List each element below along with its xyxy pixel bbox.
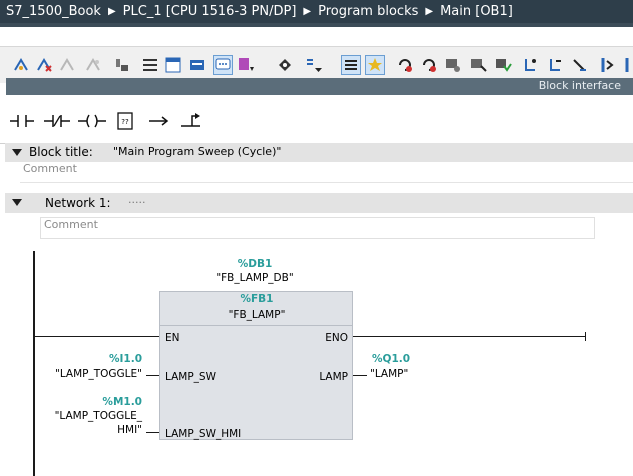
go-to-block-icon-2[interactable] xyxy=(622,56,633,74)
pin-en: EN xyxy=(165,332,180,344)
breadcrumb-item-project[interactable]: S7_1500_Book xyxy=(6,4,101,19)
call-hierarchy-icon[interactable] xyxy=(521,56,539,74)
eno-wire xyxy=(353,336,586,337)
network-label: Network 1: xyxy=(45,196,111,210)
input-symbol-1[interactable]: "LAMP_TOGGLE" xyxy=(54,368,142,380)
pin-lamp-sw-hmi: LAMP_SW_HMI xyxy=(165,428,242,440)
collapse-triangle-icon[interactable] xyxy=(12,149,22,156)
output-symbol[interactable]: "LAMP" xyxy=(370,368,409,380)
comment-toggle-icon[interactable] xyxy=(213,55,233,75)
lamp-sw-wire xyxy=(146,375,159,376)
go-to-block-icon[interactable] xyxy=(598,56,616,74)
network-comment-field[interactable]: Comment xyxy=(40,217,595,239)
block-title-label: Block title: xyxy=(29,145,93,159)
power-rail xyxy=(33,251,35,476)
normally-open-contact-icon[interactable] xyxy=(10,111,34,131)
editor-toolbar xyxy=(0,46,633,83)
chevron-right-icon: ▶ xyxy=(303,6,312,17)
go-offline-icon[interactable] xyxy=(35,56,53,74)
collapse-triangle-icon[interactable] xyxy=(12,199,22,206)
block-title-row[interactable]: Block title: "Main Program Sweep (Cycle)… xyxy=(5,143,633,162)
block-interface-bar[interactable]: Block interface xyxy=(6,78,633,95)
insert-network-icon[interactable] xyxy=(141,56,159,74)
breadcrumb-item-main[interactable]: Main [OB1] xyxy=(440,4,513,19)
empty-box-icon[interactable]: ?? xyxy=(114,111,136,131)
go-online-icon[interactable] xyxy=(12,56,30,74)
refresh-call-icon[interactable] xyxy=(396,56,414,74)
svg-text:??: ?? xyxy=(121,118,129,126)
fb-address: %FB1 xyxy=(240,293,274,305)
rung-end-tick xyxy=(585,332,586,341)
fb-header-divider xyxy=(160,325,352,326)
instruction-palette: ?? xyxy=(0,95,633,144)
tag-info-icon[interactable] xyxy=(276,56,294,74)
fb-lamp-box[interactable]: %FB1 "FB_LAMP" EN ENO LAMP_SW LAMP LAMP_… xyxy=(159,291,353,440)
block-interface-label[interactable]: Block interface xyxy=(538,79,621,92)
network-collapse-icon[interactable] xyxy=(188,56,206,74)
close-branch-icon[interactable] xyxy=(180,111,202,131)
db-name[interactable]: "FB_LAMP_DB" xyxy=(216,272,294,284)
chevron-right-icon: ▶ xyxy=(425,6,434,17)
input-symbol-2-line1[interactable]: "LAMP_TOGGLE_ xyxy=(54,410,142,422)
set-value-icon[interactable] xyxy=(546,56,564,74)
pin-lamp: LAMP xyxy=(319,371,348,383)
breadcrumb-item-plc[interactable]: PLC_1 [CPU 1516-3 PN/DP] xyxy=(122,4,297,19)
block-title-value[interactable]: "Main Program Sweep (Cycle)" xyxy=(113,145,282,158)
normally-closed-contact-icon[interactable] xyxy=(44,111,70,131)
block-comment-field[interactable]: Comment xyxy=(20,162,633,183)
output-coil-icon[interactable] xyxy=(78,111,106,131)
network-title[interactable]: ..... xyxy=(128,193,146,206)
absolute-operands-icon[interactable] xyxy=(237,56,255,74)
en-wire xyxy=(35,336,159,337)
breadcrumb-item-program-blocks[interactable]: Program blocks xyxy=(318,4,419,19)
snapshot-icon[interactable] xyxy=(469,56,487,74)
output-address: %Q1.0 xyxy=(372,353,411,365)
chevron-right-icon: ▶ xyxy=(107,6,116,17)
pin-eno: ENO xyxy=(325,332,348,344)
db-address: %DB1 xyxy=(237,258,273,270)
update-call-icon[interactable] xyxy=(420,56,438,74)
network-view-icon[interactable] xyxy=(164,56,182,74)
pin-lamp-sw: LAMP_SW xyxy=(165,371,216,383)
input-symbol-2-line2[interactable]: HMI" xyxy=(117,424,142,436)
monitor-all-icon[interactable] xyxy=(444,56,462,74)
network-header-row[interactable]: Network 1: ..... xyxy=(5,193,633,213)
breadcrumb-underline xyxy=(0,23,633,27)
fb-name[interactable]: "FB_LAMP" xyxy=(228,309,286,321)
input-address-1: %I1.0 xyxy=(108,353,142,365)
monitor-off-icon xyxy=(58,56,76,74)
plc-connect-icon[interactable] xyxy=(112,56,130,74)
open-all-networks-icon[interactable] xyxy=(305,56,323,74)
breadcrumb: S7_1500_Book ▶ PLC_1 [CPU 1516-3 PN/DP] … xyxy=(0,0,633,23)
monitor-disabled-icon xyxy=(84,56,102,74)
lamp-out-wire xyxy=(353,375,367,376)
download-snapshot-icon[interactable] xyxy=(494,56,512,74)
open-branch-icon[interactable] xyxy=(148,111,170,131)
favorites-icon[interactable] xyxy=(365,55,385,75)
input-address-2: %M1.0 xyxy=(102,396,142,408)
list-view-icon[interactable] xyxy=(341,55,361,75)
lamp-sw-hmi-wire xyxy=(146,432,159,433)
reset-value-icon[interactable] xyxy=(570,56,588,74)
